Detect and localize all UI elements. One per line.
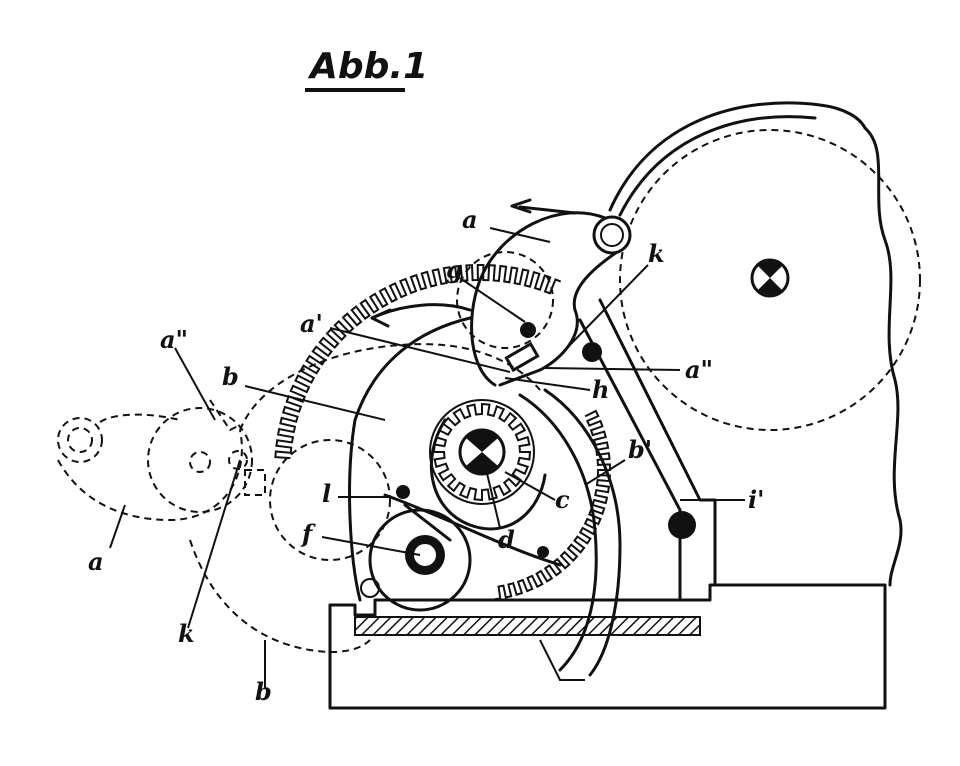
- label-k-top: k: [648, 239, 665, 268]
- label-b-bottom: b: [255, 677, 272, 706]
- gear-teeth: [432, 402, 532, 502]
- label-a-double-prime-right: a": [685, 355, 713, 384]
- shaft-f: [360, 485, 562, 612]
- lever-a-solid: [370, 198, 632, 387]
- labels: a a a' a" a" b b b' c d f g h i' k k l: [88, 205, 764, 706]
- base-plate: [328, 583, 887, 710]
- label-a-top: a: [462, 205, 478, 234]
- gear-rack: [274, 264, 612, 601]
- label-i-prime: i': [748, 485, 764, 514]
- leader-lines: [109, 227, 745, 688]
- figure-title: Abb.1: [307, 46, 428, 87]
- label-f: f: [300, 519, 316, 548]
- ghost-lever-a: [57, 399, 253, 522]
- label-a-double-prime-left: a": [160, 325, 188, 354]
- label-c: c: [555, 485, 570, 514]
- label-b-prime: b': [628, 435, 652, 464]
- gear-teeth: [494, 409, 612, 601]
- label-k-bottom: k: [178, 619, 195, 648]
- label-a-prime: a': [300, 309, 323, 338]
- drum: [608, 101, 921, 587]
- label-d: d: [498, 525, 515, 554]
- hatched-rail: [354, 616, 701, 636]
- label-l: l: [322, 479, 331, 508]
- label-g: g: [446, 255, 463, 284]
- gear-teeth: [274, 264, 562, 460]
- pinion-c: [429, 399, 547, 531]
- label-b-top: b: [222, 362, 239, 391]
- label-a-bottom: a: [88, 547, 104, 576]
- label-h: h: [592, 375, 609, 404]
